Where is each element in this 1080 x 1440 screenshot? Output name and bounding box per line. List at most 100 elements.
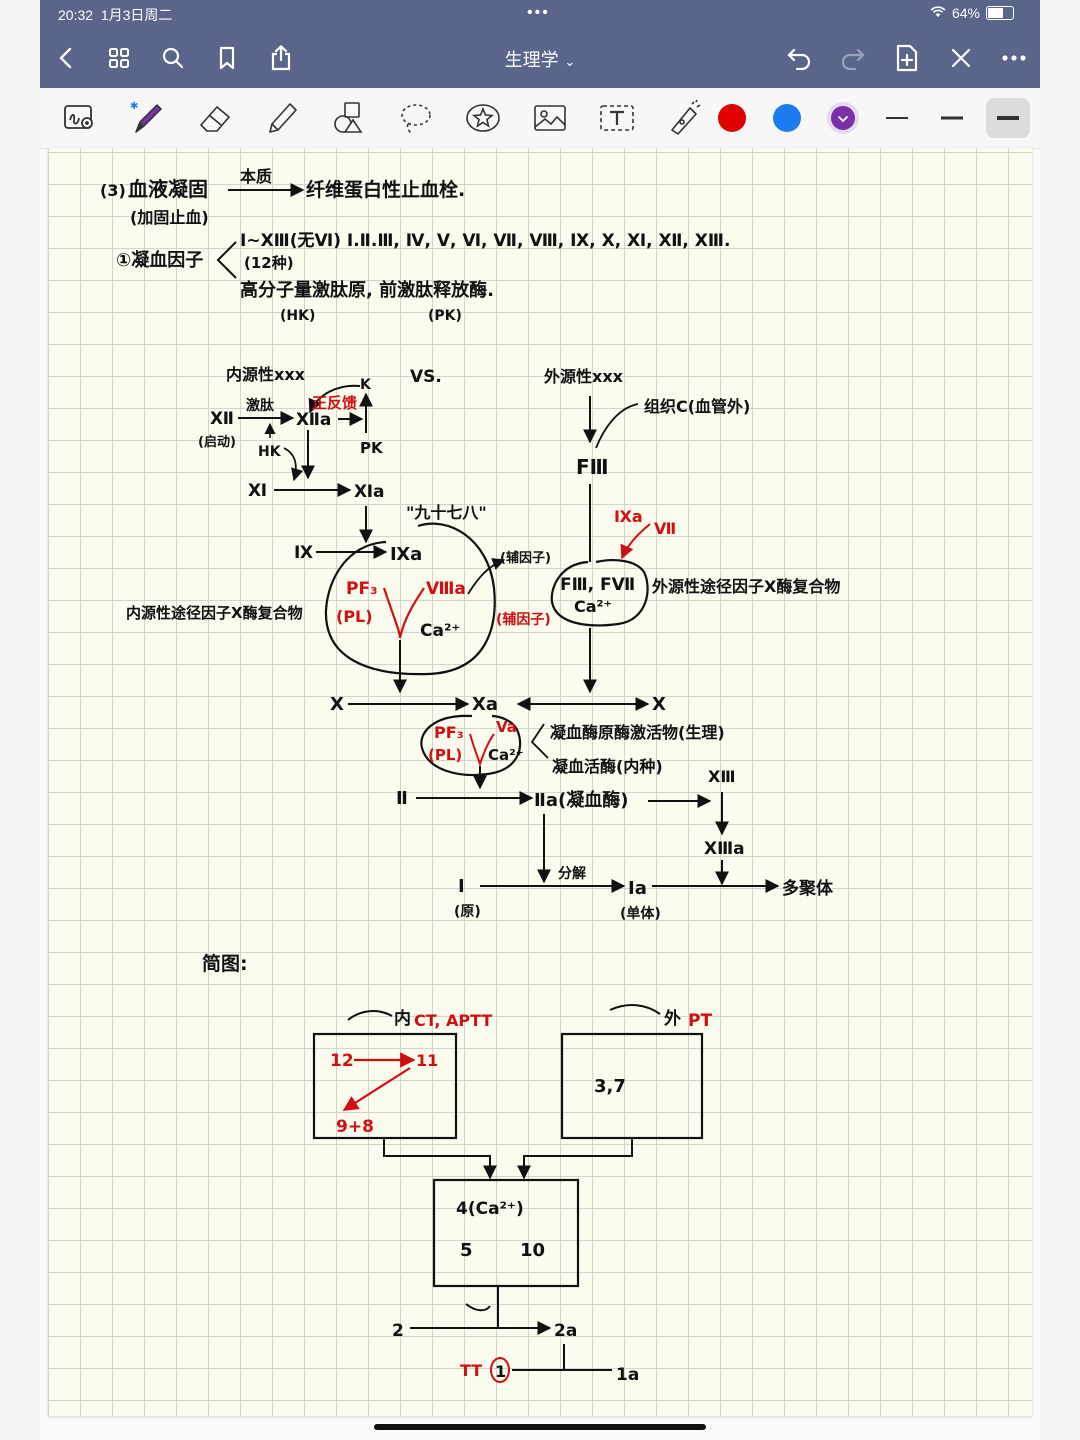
text-icon[interactable]	[597, 98, 637, 138]
factors-brace	[216, 241, 237, 279]
color-blue-swatch[interactable]	[773, 104, 801, 132]
xa-label: Ⅹa	[472, 694, 498, 715]
vs-label: VS.	[410, 367, 442, 387]
extrinsic-title: 外源性xxx	[543, 367, 624, 386]
sticker-icon[interactable]	[463, 98, 503, 138]
intrinsic-complex-outline	[324, 522, 496, 676]
box1-to-box3-line	[383, 1138, 497, 1180]
ca-label-1: Ca²⁺	[420, 621, 460, 641]
status-time: 20:32 1月3日周二	[58, 7, 173, 23]
simple-title: 简图:	[202, 952, 248, 975]
intrinsic-complex-label: 内源性途径因子X酶复合物	[126, 604, 303, 622]
cofactor-label-2: (辅因子)	[496, 611, 551, 628]
ix-label: Ⅸ	[294, 543, 313, 563]
outer-curve	[609, 1004, 661, 1015]
handwritten-notes: (3) 血液凝固 本质 纤维蛋白性止血栓. (加固止血) ①凝血因子 Ⅰ~ⅩⅢ(…	[100, 167, 840, 1385]
svg-text:✱: ✱	[130, 101, 138, 112]
back-icon[interactable]	[50, 42, 82, 74]
cofactor-pointer	[467, 558, 506, 595]
pen-icon[interactable]: ✱	[128, 98, 168, 138]
factors-line1: Ⅰ~ⅩⅢ(无Ⅵ) Ⅰ.Ⅱ.Ⅲ, Ⅳ, Ⅴ, Ⅵ, Ⅶ, Ⅷ, Ⅸ, Ⅹ, Ⅺ, …	[240, 231, 730, 251]
extrinsic-complex-label: 外源性途径因子X酶复合物	[651, 577, 840, 596]
box1-11: 11	[416, 1051, 438, 1070]
nav-row: 生理学 ⌄	[40, 28, 1040, 88]
medium-line-icon[interactable]	[934, 101, 970, 135]
factors-line3: 高分子量激肽原, 前激肽释放酶.	[240, 279, 494, 301]
header-prefix: (3)	[100, 181, 126, 200]
extrinsic-complex-outline	[550, 559, 649, 627]
eraser-icon[interactable]	[195, 98, 235, 138]
pl-label: (PL)	[336, 607, 373, 626]
xiii-label: ⅩⅢ	[708, 767, 735, 786]
status-bar: 20:32 1月3日周二 ••• 64%	[40, 0, 1040, 28]
i-sub-label: (原)	[454, 904, 481, 920]
prothrombinase-outline	[420, 714, 522, 777]
zoom-lasso-icon[interactable]	[60, 98, 100, 138]
highlighter-icon[interactable]	[262, 98, 302, 138]
note-page[interactable]: (3) 血液凝固 本质 纤维蛋白性止血栓. (加固止血) ①凝血因子 Ⅰ~ⅩⅢ(…	[48, 148, 1032, 1416]
shapes-icon[interactable]	[329, 98, 369, 138]
ca-label-2: Ca²⁺	[574, 597, 612, 616]
bookmark-icon[interactable]	[211, 42, 243, 74]
grid-icon[interactable]	[103, 42, 135, 74]
i-label: Ⅰ	[458, 876, 465, 897]
tissue-label: 组织C(血管外)	[644, 397, 750, 416]
feedback-curve	[308, 384, 361, 414]
xi-label: Ⅺ	[248, 481, 267, 501]
home-indicator[interactable]	[374, 1424, 706, 1430]
box3-smile	[465, 1303, 491, 1312]
ixa-red-label: Ⅸa	[614, 507, 643, 526]
intrinsic-title: 内源性xxx	[226, 365, 306, 384]
multitasking-dots[interactable]: •••	[527, 4, 550, 21]
n2a-label: 2a	[554, 1321, 577, 1341]
k-label: K	[360, 377, 372, 393]
n1-circle	[490, 1357, 510, 1383]
fiii-fvii-label: FⅢ, FⅦ	[560, 575, 635, 595]
color-purple-swatch[interactable]	[826, 101, 860, 135]
xia-label: Ⅺa	[354, 482, 385, 502]
laser-pointer-icon[interactable]	[664, 98, 704, 138]
tissue-pointer	[595, 403, 639, 449]
xiia-label: Ⅻa	[296, 410, 331, 430]
thin-line-icon[interactable]	[879, 101, 915, 135]
share-icon[interactable]	[265, 42, 297, 74]
va-label: Va	[496, 718, 517, 736]
more-icon[interactable]	[998, 42, 1030, 74]
notebook-title[interactable]: 生理学 ⌄	[504, 50, 576, 71]
ia-sub-label: (单体)	[620, 905, 661, 922]
add-page-icon[interactable]	[891, 42, 923, 74]
factors-pk: (PK)	[428, 308, 462, 324]
header-sub: (加固止血)	[130, 208, 209, 227]
prothrombinase-brace	[530, 723, 549, 759]
battery-level	[988, 8, 1003, 18]
thick-line-icon[interactable]	[986, 98, 1030, 138]
pk-label: PK	[360, 439, 384, 457]
battery-percent: 64%	[951, 5, 980, 21]
factors-hk: (HK)	[280, 308, 315, 324]
title-chevron-icon: ⌄	[564, 55, 576, 70]
lasso-icon[interactable]	[396, 98, 436, 138]
prothrombinase-label: 凝血酶原酶激活物(生理)	[550, 723, 725, 742]
n1a-label: 1a	[616, 1365, 639, 1385]
cofactor-label: (辅因子)	[500, 550, 551, 566]
ca-label-3: Ca²⁺	[488, 746, 524, 764]
inner-tag: 内	[394, 1008, 411, 1029]
color-red-swatch[interactable]	[718, 104, 746, 132]
hk-curve	[283, 447, 304, 482]
close-pen-icon[interactable]	[945, 42, 977, 74]
search-icon[interactable]	[157, 42, 189, 74]
header-main: 血液凝固	[128, 177, 208, 201]
n1-label: 1	[495, 1362, 506, 1381]
header-over-arrow: 本质	[240, 167, 272, 186]
box-common	[432, 1178, 580, 1288]
pl-label-2: (PL)	[428, 746, 462, 764]
viiia-label: Ⅷa	[426, 579, 466, 599]
undo-icon[interactable]	[783, 42, 815, 74]
prothrombinase-v-mark	[469, 733, 495, 768]
ii-label: Ⅱ	[396, 788, 408, 809]
box2-to-box3-line	[517, 1138, 633, 1180]
box3-10: 10	[520, 1240, 545, 1261]
image-icon[interactable]	[530, 98, 570, 138]
ninety-ten-label: "九十七八"	[406, 503, 487, 522]
redo-icon[interactable]	[837, 42, 869, 74]
